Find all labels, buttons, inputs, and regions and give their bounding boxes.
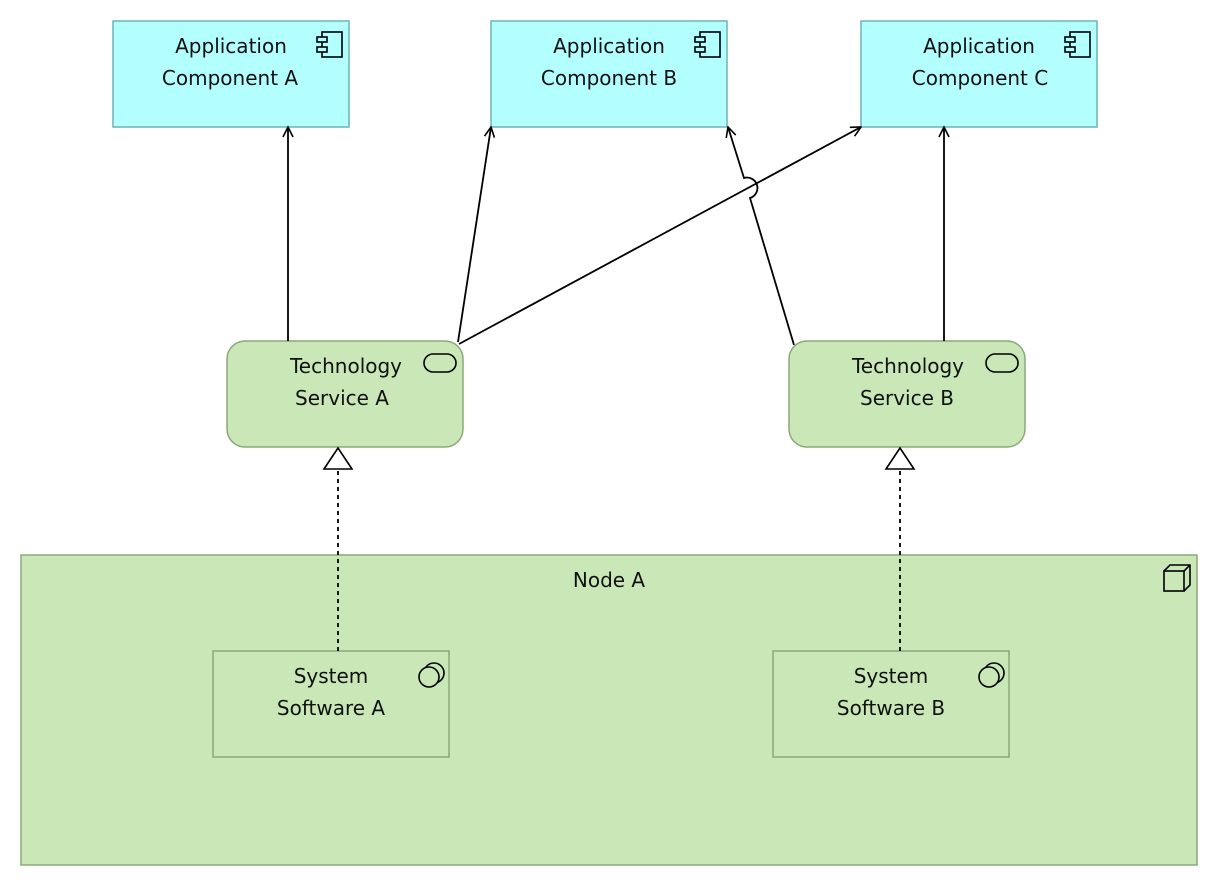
technology-service-b-line1: Technology	[851, 354, 964, 378]
realization-sys-b-to-tech-b[interactable]	[884, 446, 916, 651]
application-component-b-line2: Component B	[541, 66, 677, 90]
system-software-b-line1: System	[854, 664, 929, 688]
system-software-a-line2: Software A	[277, 696, 386, 720]
service-icon	[985, 353, 1019, 373]
application-component-c-line1: Application	[923, 34, 1035, 58]
technology-service-a[interactable]: Technology Service A	[226, 340, 464, 448]
technology-service-a-line1: Technology	[289, 354, 402, 378]
node-a[interactable]: Node A	[20, 554, 1198, 866]
application-component-b[interactable]: Application Component B	[490, 20, 728, 128]
node-icon	[1163, 564, 1191, 592]
node-a-label: Node A	[573, 568, 646, 592]
application-component-b-line1: Application	[553, 34, 665, 58]
service-icon	[423, 353, 457, 373]
serving-tech-a-to-app-b[interactable]	[457, 127, 491, 343]
system-software-a[interactable]: System Software A	[212, 650, 450, 758]
application-component-a-line2: Component A	[162, 66, 298, 90]
system-software-icon	[418, 662, 445, 688]
realization-sys-a-to-tech-a[interactable]	[322, 446, 354, 651]
system-software-b-line2: Software B	[837, 696, 945, 720]
application-component-c-line2: Component C	[912, 66, 1048, 90]
technology-service-b[interactable]: Technology Service B	[788, 340, 1026, 448]
technology-service-b-line2: Service B	[860, 386, 954, 410]
system-software-a-line1: System	[294, 664, 369, 688]
application-component-a-line1: Application	[175, 34, 287, 58]
system-software-icon	[978, 662, 1005, 688]
component-icon	[316, 31, 343, 58]
application-component-a[interactable]: Application Component A	[112, 20, 350, 128]
system-software-b[interactable]: System Software B	[772, 650, 1010, 758]
serving-tech-a-to-app-c[interactable]	[458, 127, 861, 345]
serving-tech-b-to-app-b[interactable]	[728, 127, 795, 346]
component-icon	[694, 31, 721, 58]
technology-service-a-line2: Service A	[295, 386, 389, 410]
component-icon	[1064, 31, 1091, 58]
application-component-c[interactable]: Application Component C	[860, 20, 1098, 128]
